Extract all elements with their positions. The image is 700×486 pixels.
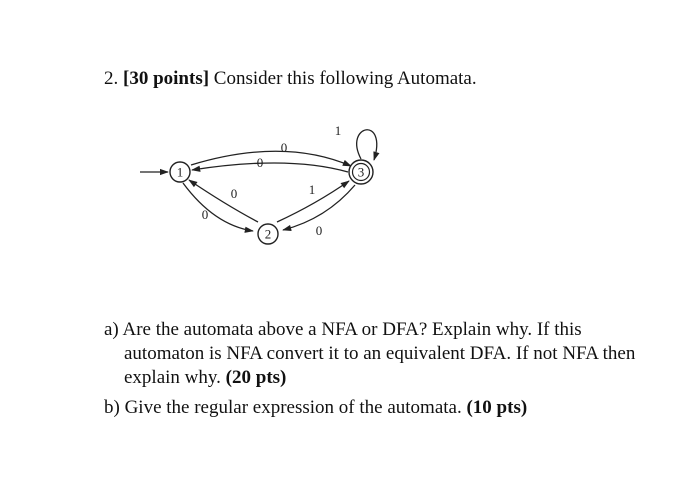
automaton-diagram: 1 2 3 0 0 1 0 0 1 0 bbox=[140, 123, 380, 245]
state-3 bbox=[351, 162, 371, 182]
state-2 bbox=[257, 223, 279, 245]
state-2-label: 2 bbox=[265, 227, 272, 242]
part-b: b) Give the regular expression of the au… bbox=[104, 396, 664, 420]
edge-3-loop bbox=[356, 129, 380, 161]
label-2-to-1: 0 bbox=[231, 186, 238, 201]
part-b-text: Give the regular expression of the autom… bbox=[124, 397, 462, 418]
part-a-points: (20 pts) bbox=[225, 367, 287, 388]
part-a: a) Are the automata above a NFA or DFA? … bbox=[104, 318, 664, 390]
state-1-label: 1 bbox=[177, 165, 184, 180]
part-b-points: (10 pts) bbox=[466, 397, 528, 418]
edge-3-to-2 bbox=[282, 184, 356, 232]
question-parts: a) Are the automata above a NFA or DFA? … bbox=[104, 318, 664, 420]
edge-1-to-3 bbox=[190, 150, 352, 167]
question-prompt: Consider this following Automata. bbox=[213, 68, 477, 89]
edge-2-to-3 bbox=[276, 180, 350, 223]
part-a-text: Are the automata above a NFA or DFA? Exp… bbox=[122, 319, 636, 388]
edge-2-to-1 bbox=[188, 179, 259, 223]
question-number: 2. bbox=[104, 68, 119, 89]
label-1-to-2: 0 bbox=[202, 207, 209, 222]
part-a-label: a) bbox=[104, 319, 119, 340]
edge-3-to-1 bbox=[191, 162, 349, 173]
question-points: [30 points] bbox=[123, 68, 210, 89]
edge-1-to-2 bbox=[182, 182, 254, 233]
state-3-label: 3 bbox=[358, 165, 365, 180]
label-3-to-1: 0 bbox=[257, 155, 264, 170]
label-2-to-3: 1 bbox=[309, 182, 316, 197]
label-3-to-2: 0 bbox=[316, 223, 323, 238]
part-b-label: b) bbox=[104, 397, 120, 418]
state-1 bbox=[169, 161, 191, 183]
label-1-to-3: 0 bbox=[281, 140, 288, 155]
label-3-loop: 1 bbox=[335, 123, 342, 138]
question-heading: 2. [30 points] Consider this following A… bbox=[104, 68, 477, 90]
